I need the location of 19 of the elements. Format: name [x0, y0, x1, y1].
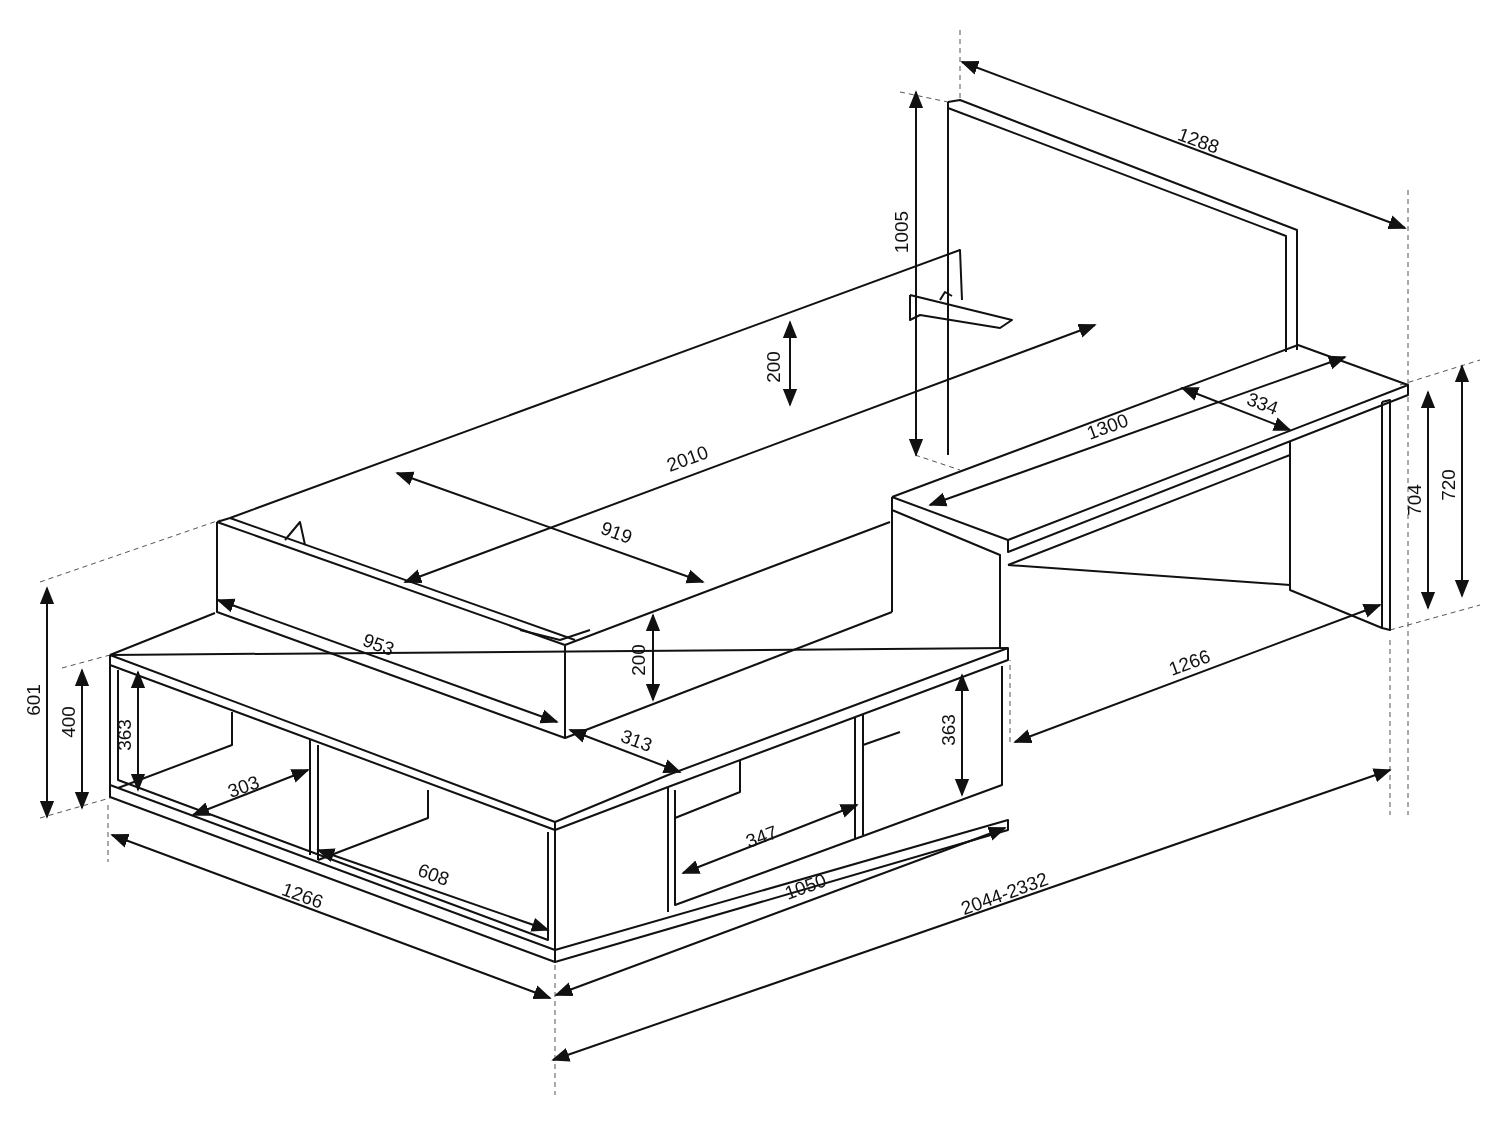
dimension-label: 2010: [664, 441, 711, 476]
dimension-label: 1266: [279, 878, 326, 913]
dimension-label: 953: [360, 629, 397, 660]
dimension-label: 601: [23, 684, 44, 716]
dimension-label: 1005: [891, 210, 912, 254]
dimension-label: 200: [763, 351, 784, 383]
dimension-label: 608: [415, 859, 452, 890]
dimension-label: 1288: [1175, 123, 1222, 158]
dimension-label: 363: [938, 714, 959, 746]
dimension-label: 1266: [1166, 645, 1213, 680]
dimension-label: 1300: [1084, 409, 1131, 444]
dimension-label: 704: [1404, 484, 1425, 516]
dimension-label: 200: [628, 644, 649, 676]
dimension-label: 313: [618, 725, 655, 756]
dimension-label: 720: [1438, 469, 1459, 501]
dimension-label: 334: [1244, 388, 1281, 419]
dimension-label: 400: [58, 706, 79, 738]
dimension-label: 303: [225, 771, 262, 802]
dimension-label: 919: [598, 517, 635, 548]
